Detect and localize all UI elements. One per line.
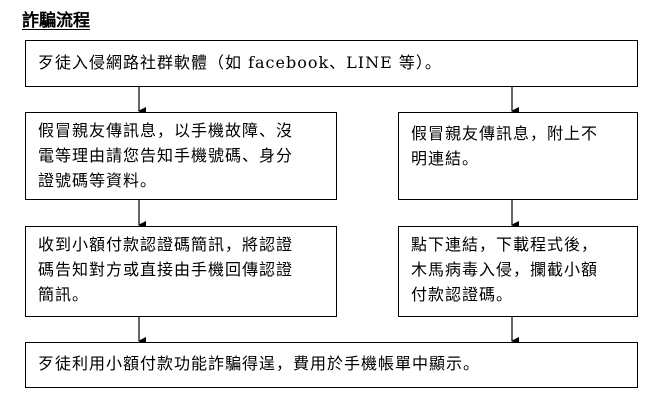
step-text-line: 電等理由請您告知手機號碼、身分 (38, 146, 294, 165)
step-impersonate-link-box: 假冒親友傳訊息，附上不 明連結。 (398, 112, 638, 200)
step-text-line: 點下連結，下載程式後， (411, 235, 599, 254)
step-fraud-result-box: 歹徒利用小額付款功能詐騙得逞，費用於手機帳單中顯示。 (25, 342, 638, 388)
step-text-line: 證號碼等資料。 (38, 171, 158, 190)
step-text-line: 歹徒入侵網路社群軟體（如 facebook、LINE 等）。 (38, 53, 442, 72)
step-text-line: 明連結。 (411, 149, 480, 168)
step-verification-code-box: 收到小額付款認證碼簡訊，將認證 碼告知對方或直接由手機回傳認證 簡訊。 (25, 226, 337, 317)
step-text-line: 歹徒利用小額付款功能詐騙得逞，費用於手機帳單中顯示。 (38, 354, 481, 373)
step-text-line: 收到小額付款認證碼簡訊，將認證 (38, 235, 294, 254)
diagram-title: 詐騙流程 (22, 11, 90, 31)
step-text-line: 假冒親友傳訊息，附上不 (411, 124, 599, 143)
step-malware-box: 點下連結，下載程式後， 木馬病毒入侵，攔截小額 付款認證碼。 (398, 226, 638, 317)
step-text-line: 木馬病毒入侵，攔截小額 (411, 260, 599, 279)
step-text-line: 簡訊。 (38, 285, 90, 304)
step-text-line: 假冒親友傳訊息，以手機故障、沒 (38, 121, 294, 140)
step-text-line: 碼告知對方或直接由手機回傳認證 (38, 260, 294, 279)
step-text-line: 付款認證碼。 (411, 285, 514, 304)
step-intrusion-box: 歹徒入侵網路社群軟體（如 facebook、LINE 等）。 (25, 40, 638, 87)
step-impersonate-request-info-box: 假冒親友傳訊息，以手機故障、沒 電等理由請您告知手機號碼、身分 證號碼等資料。 (25, 112, 337, 200)
